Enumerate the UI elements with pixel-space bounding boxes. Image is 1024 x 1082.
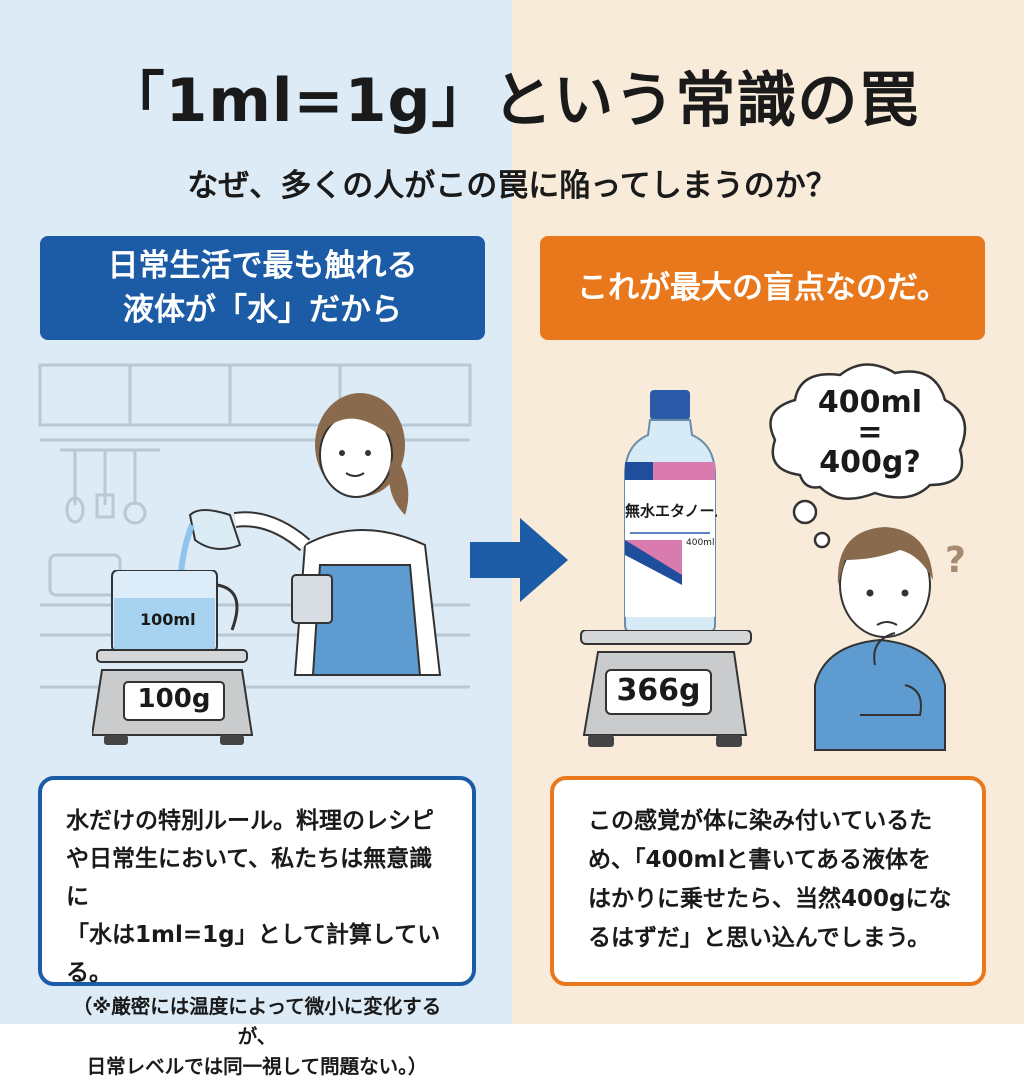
bottle-label-name: 無水エタノール: [625, 502, 717, 520]
right-scale: [580, 630, 752, 747]
thought-line: =: [857, 415, 883, 450]
left-header-line: 液体が「水」だから: [123, 292, 402, 328]
bottle-label-volume: 400ml: [686, 538, 715, 548]
left-note-line: （※厳密には温度によって微小に変化するが、: [72, 995, 442, 1048]
right-text-line: この感覚が体に染み付いているた: [588, 808, 933, 834]
thought-text: 400ml = 400g?: [790, 388, 950, 478]
woman-figure: [177, 393, 442, 676]
left-note-line: 日常レベルでは同一視して問題ない。）: [86, 1055, 428, 1078]
page-subtitle: なぜ、多くの人がこの罠に陥ってしまうのか？: [187, 168, 837, 204]
page-title: 「1ml=1g」という常識の罠: [104, 66, 920, 136]
left-scale: [92, 570, 254, 745]
right-header-box: これが最大の盲点なのだ。: [540, 236, 985, 340]
ethanol-bottle: [624, 390, 716, 634]
arrow-right-icon: [470, 518, 568, 602]
left-text-line: 水だけの特別ルール。料理のレシピ: [66, 808, 434, 834]
question-mark-icon: ?: [945, 540, 966, 581]
thought-line: 400g?: [819, 445, 921, 480]
left-text-line: や日常生において、私たちは無意識に: [66, 846, 433, 910]
right-text-line: るはずだ」と思い込んでしまう。: [588, 925, 931, 951]
left-header-line: 日常生活で最も触れる: [107, 248, 418, 284]
cup-volume-label: 100ml: [140, 610, 196, 629]
right-scale-reading: 366g: [616, 673, 701, 708]
right-text-line: はかりに乗せたら、当然400gにな: [588, 886, 952, 912]
thought-bubble: [769, 363, 967, 549]
right-text-line: め、「400mlと書いてある液体を: [588, 847, 931, 873]
right-header-text: これが最大の盲点なのだ。: [576, 270, 949, 306]
right-explanation-box: この感覚が体に染み付いているた め、「400mlと書いてある液体を はかりに乗せ…: [550, 776, 986, 986]
man-figure: [814, 527, 946, 751]
left-explanation-box: 水だけの特別ルール。料理のレシピ や日常生において、私たちは無意識に 「水は1m…: [38, 776, 476, 1078]
left-text-line: 「水は1ml=1g」として計算している。: [66, 922, 441, 986]
left-scale-reading: 100g: [137, 684, 211, 714]
left-header-box: 日常生活で最も触れる 液体が「水」だから: [40, 236, 485, 340]
thought-line: 400ml: [817, 385, 923, 420]
